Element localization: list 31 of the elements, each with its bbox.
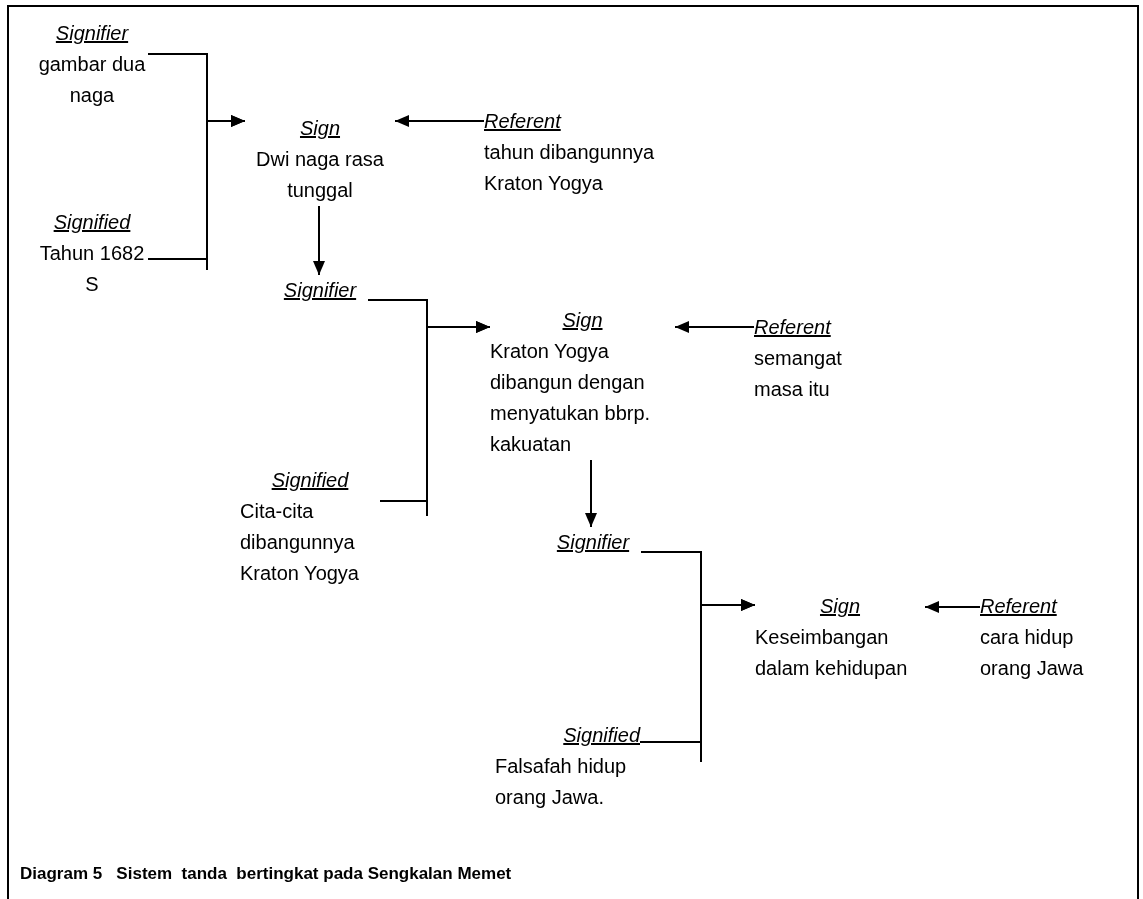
arrow xyxy=(674,321,755,333)
term-heading: Signifier xyxy=(54,21,130,46)
term-heading: Referent xyxy=(484,109,563,134)
term-heading: Sign xyxy=(561,308,604,333)
arrow xyxy=(379,321,491,502)
term-heading: Signifier xyxy=(282,278,358,303)
term-heading: Referent xyxy=(754,315,833,340)
term-text: tahun dibangunnya Kraton Yogya xyxy=(484,140,656,196)
term-text: Cita-cita dibangunnya Kraton Yogya xyxy=(240,499,360,586)
arrow xyxy=(924,601,981,613)
arrow xyxy=(639,599,756,743)
term-text: gambar dua naga xyxy=(37,52,147,108)
arrow xyxy=(147,115,246,260)
term-heading: Referent xyxy=(980,594,1059,619)
term-heading: Signified xyxy=(52,210,132,235)
term-text: Tahun 1682 S xyxy=(38,241,146,297)
term-heading: Sign xyxy=(819,594,861,619)
term-heading: Signifier xyxy=(555,530,631,555)
term-heading: Sign xyxy=(299,116,341,141)
term-text: Dwi naga rasa tunggal xyxy=(255,147,385,203)
arrow xyxy=(394,115,485,127)
diagram-caption: Diagram 5 Sistem tanda bertingkat pada Sengkalan Memet xyxy=(20,864,512,884)
term-text: Keseimbangan dalam kehidupan xyxy=(755,625,909,681)
arrow xyxy=(585,459,597,528)
term-heading: Signified xyxy=(562,723,640,748)
term-heading: Signified xyxy=(270,468,350,493)
term-text: cara hidup orang Jawa xyxy=(980,625,1085,681)
term-text: semangat masa itu xyxy=(754,346,843,402)
term-text: Kraton Yogya dibangun dengan menyatukan bbrp. kakuatan xyxy=(490,339,652,457)
arrow xyxy=(313,205,325,276)
term-text: Falsafah hidup orang Jawa. xyxy=(495,754,628,810)
